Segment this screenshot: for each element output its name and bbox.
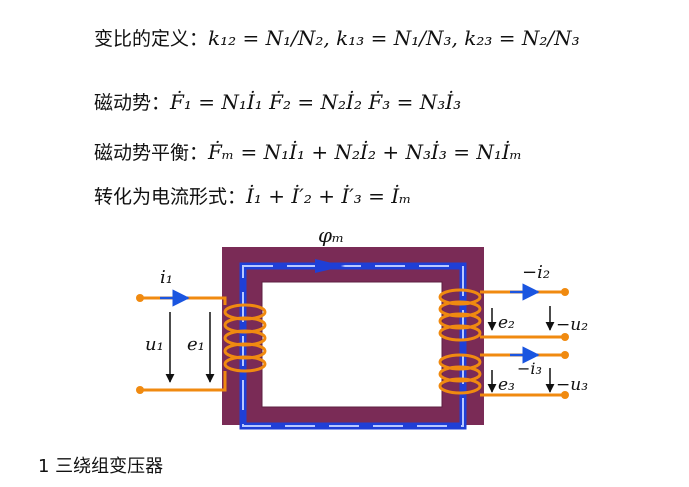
ratio-definition-line: 变比的定义：k₁₂ = N₁/N₂, k₁₃ = N₁/N₃, k₂₃ = N₂…: [94, 24, 580, 51]
ratio-definition-expr: k₁₂ = N₁/N₂, k₁₃ = N₁/N₃, k₂₃ = N₂/N₃: [208, 26, 580, 50]
mmf-balance-line: 磁动势平衡：Ḟₘ = N₁İ₁ + N₂İ₂ + N₃İ₃ = N₁İₘ: [94, 138, 522, 165]
mmf-balance-expr: Ḟₘ = N₁İ₁ + N₂İ₂ + N₃İ₃ = N₁İₘ: [208, 140, 523, 164]
mmf-expr: Ḟ₁ = N₁İ₁ Ḟ₂ = N₂İ₂ Ḟ₃ = N₃İ₃: [170, 90, 462, 114]
mmf-line: 磁动势：Ḟ₁ = N₁İ₁ Ḟ₂ = N₂İ₂ Ḟ₃ = N₃İ₃: [94, 88, 461, 115]
i2-label: −i₂: [522, 262, 550, 283]
flux-label: φₘ: [318, 223, 344, 247]
ratio-definition-label: 变比的定义：: [94, 28, 209, 50]
e1-label: e₁: [187, 334, 205, 355]
e3-label: e₃: [498, 375, 515, 395]
current-form-line: 转化为电流形式：İ₁ + İ′₂ + İ′₃ = İₘ: [94, 182, 411, 209]
primary-terminal-bottom: [136, 386, 144, 394]
winding3-terminal-bottom: [561, 391, 569, 399]
e2-label: e₂: [498, 313, 515, 333]
figure-caption: 1 三绕组变压器: [38, 456, 164, 477]
current-form-expr: İ₁ + İ′₂ + İ′₃ = İₘ: [246, 184, 412, 208]
i3-label: −i₃: [517, 359, 542, 378]
u1-label: u₁: [145, 334, 164, 355]
mmf-balance-label: 磁动势平衡：: [94, 142, 209, 164]
primary-winding: [140, 296, 267, 392]
winding2-terminal-bottom: [561, 333, 569, 341]
i1-label: i₁: [160, 267, 173, 288]
mmf-label: 磁动势：: [94, 92, 171, 114]
winding3-terminal-top: [561, 351, 569, 359]
primary-terminal-top: [136, 294, 144, 302]
winding2-terminal-top: [561, 288, 569, 296]
u2-label: −u₂: [556, 315, 588, 335]
current-form-label: 转化为电流形式：: [94, 186, 247, 208]
u3-label: −u₃: [556, 375, 588, 395]
flux-arrow: [315, 259, 345, 273]
